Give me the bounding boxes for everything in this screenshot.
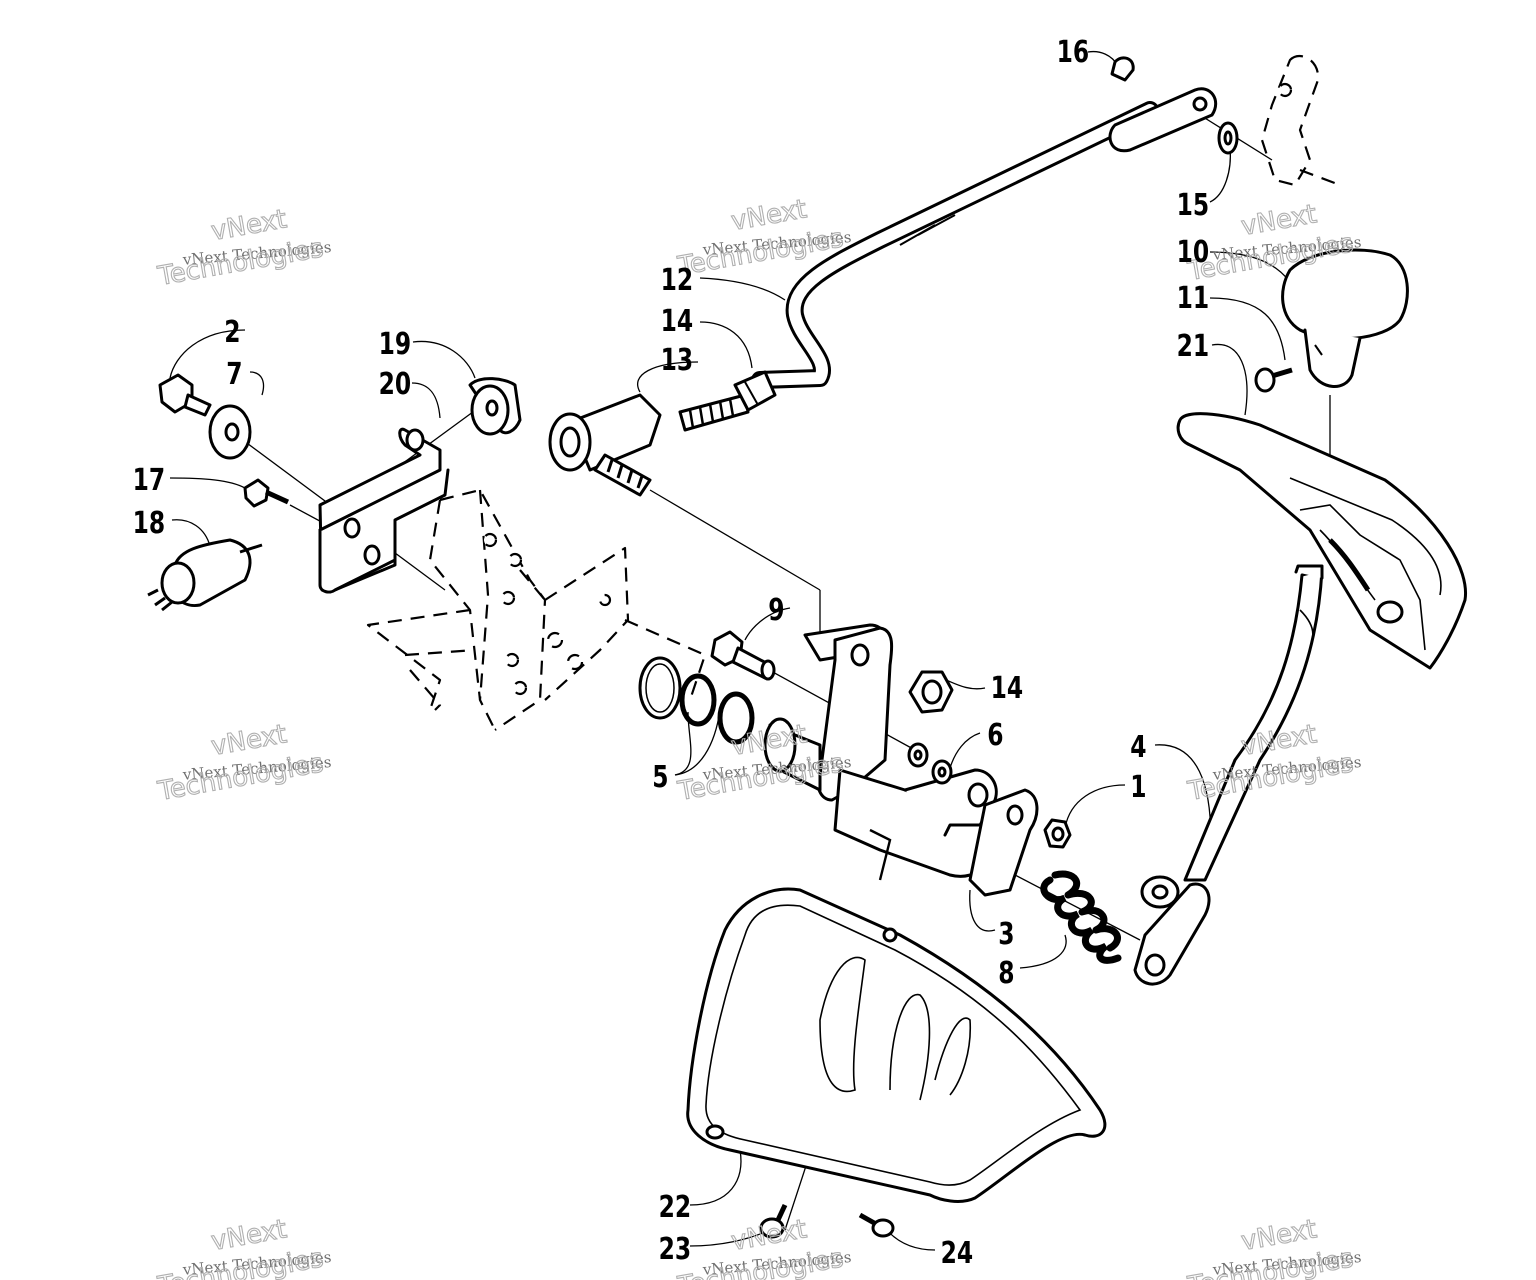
part-11-screw bbox=[1254, 367, 1293, 393]
callout-5: 5 bbox=[652, 760, 668, 795]
watermark-mid-left: vNext vNext Technologies Technologies bbox=[154, 719, 332, 808]
callout-4: 4 bbox=[1130, 730, 1146, 765]
callout-14-nut: 14 bbox=[991, 671, 1024, 706]
callout-13: 13 bbox=[661, 343, 694, 378]
part-24-screw bbox=[858, 1212, 895, 1238]
part-12-rod bbox=[751, 87, 1218, 389]
part-21-pedal-pad bbox=[1176, 412, 1468, 670]
part-10-knob bbox=[1281, 248, 1409, 388]
part-16-cotter bbox=[1110, 56, 1135, 82]
callout-16: 16 bbox=[1057, 35, 1090, 70]
callout-6: 6 bbox=[987, 718, 1003, 753]
callout-2: 2 bbox=[224, 315, 240, 350]
part-13-ball-joint bbox=[548, 393, 662, 497]
part-22-cover bbox=[686, 887, 1107, 1203]
callout-8: 8 bbox=[998, 956, 1014, 991]
callout-1: 1 bbox=[1130, 770, 1146, 805]
callout-17: 17 bbox=[133, 463, 166, 498]
callout-22: 22 bbox=[659, 1190, 692, 1225]
callout-19: 19 bbox=[379, 327, 412, 362]
part-pedal-pivot-plate bbox=[763, 623, 1039, 897]
part-23-screw bbox=[759, 1203, 788, 1239]
callout-labels: 16 15 10 11 21 12 14 13 2 7 19 20 17 18 … bbox=[133, 35, 1210, 1271]
frame-reference-dashed bbox=[366, 488, 707, 731]
linkage-reference-dashed bbox=[1260, 55, 1341, 187]
part-6-washers bbox=[907, 742, 953, 785]
callout-23: 23 bbox=[659, 1232, 692, 1267]
callout-15: 15 bbox=[1177, 188, 1210, 223]
callout-20: 20 bbox=[379, 367, 412, 402]
watermark-mid-right: vNext vNext Technologies Technologies bbox=[1184, 719, 1362, 808]
watermark-bottom-left: vNext vNext Technologies Technologies bbox=[154, 1214, 332, 1280]
part-15-washer bbox=[1217, 121, 1239, 155]
callout-9: 9 bbox=[768, 593, 784, 628]
callout-18: 18 bbox=[133, 506, 166, 541]
callout-7: 7 bbox=[226, 357, 242, 392]
callout-12: 12 bbox=[661, 263, 694, 298]
part-7-washer bbox=[208, 404, 252, 460]
watermark-bottom-center: vNext vNext Technologies Technologies bbox=[674, 1214, 852, 1280]
callout-10: 10 bbox=[1177, 235, 1210, 270]
part-14-threaded-rod-nut bbox=[678, 370, 777, 432]
part-4-pedal-arm bbox=[1133, 564, 1324, 986]
part-5-o-rings bbox=[638, 656, 755, 745]
callout-11: 11 bbox=[1177, 281, 1210, 316]
part-17-screw bbox=[243, 478, 290, 508]
part-2-bolt bbox=[158, 373, 212, 417]
part-18-switch bbox=[147, 538, 263, 612]
callout-14-top: 14 bbox=[661, 304, 694, 339]
watermark-bottom-right: vNext vNext Technologies Technologies bbox=[1184, 1214, 1362, 1280]
part-20-bracket bbox=[318, 427, 450, 594]
callout-24: 24 bbox=[941, 1236, 974, 1271]
part-19-retainer bbox=[468, 377, 522, 436]
part-14-nut bbox=[908, 670, 954, 714]
part-1-nut bbox=[1043, 818, 1072, 849]
watermark-top-left: vNext vNext Technologies Technologies bbox=[154, 204, 332, 293]
part-9-pivot-bolt bbox=[710, 630, 776, 681]
callout-21: 21 bbox=[1177, 329, 1210, 364]
part-8-spring bbox=[1040, 870, 1122, 964]
callout-3: 3 bbox=[998, 917, 1014, 952]
